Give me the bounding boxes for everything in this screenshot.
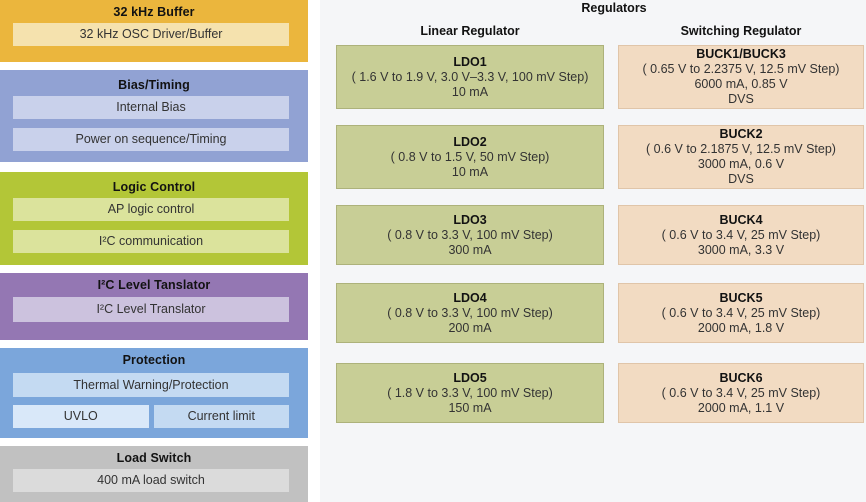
regulator-buck2: BUCK2 ( 0.6 V to 2.1875 V, 12.5 mV Step)…: [618, 125, 864, 189]
block-title: Logic Control: [112, 180, 196, 194]
regulator-name: LDO5: [453, 370, 487, 385]
regulator-name: LDO4: [453, 290, 487, 305]
block-item: 400 mA load switch: [13, 469, 289, 492]
regulator-output: 300 mA: [448, 242, 492, 257]
regulator-name: LDO2: [453, 134, 487, 149]
regulator-name: LDO1: [453, 54, 487, 69]
regulator-feature: DVS: [728, 172, 754, 186]
block-item: Internal Bias: [13, 96, 289, 119]
block-logic-control: Logic Control AP logic control I²C commu…: [0, 172, 308, 265]
regulator-output: 10 mA: [451, 84, 489, 99]
protection-split-row: UVLO Current limit: [13, 405, 289, 428]
regulator-ldo1: LDO1 ( 1.6 V to 1.9 V, 3.0 V–3.3 V, 100 …: [336, 45, 604, 109]
block-item: AP logic control: [13, 198, 289, 221]
regulator-output: 150 mA: [448, 400, 492, 415]
block-item: Power on sequence/Timing: [13, 128, 289, 151]
block-protection: Protection Thermal Warning/Protection UV…: [0, 348, 308, 438]
block-i2c-level-translator: I²C Level Tanslator I²C Level Translator: [0, 273, 308, 340]
block-item-uvlo: UVLO: [13, 405, 149, 428]
regulator-output: 200 mA: [448, 320, 492, 335]
regulator-range: ( 0.6 V to 3.4 V, 25 mV Step): [661, 227, 821, 242]
regulator-output: 3000 mA, 3.3 V: [697, 242, 785, 257]
linear-regulator-header: Linear Regulator: [420, 24, 520, 38]
regulator-buck1-buck3: BUCK1/BUCK3 ( 0.65 V to 2.2375 V, 12.5 m…: [618, 45, 864, 109]
regulator-range: ( 0.8 V to 1.5 V, 50 mV Step): [390, 149, 550, 164]
block-32khz-buffer: 32 kHz Buffer 32 kHz OSC Driver/Buffer: [0, 0, 308, 62]
regulator-ldo5: LDO5 ( 1.8 V to 3.3 V, 100 mV Step) 150 …: [336, 363, 604, 423]
block-item: Thermal Warning/Protection: [13, 373, 289, 397]
switching-regulator-header: Switching Regulator: [680, 24, 802, 38]
regulator-ldo4: LDO4 ( 0.8 V to 3.3 V, 100 mV Step) 200 …: [336, 283, 604, 343]
regulators-title: Regulators: [581, 1, 647, 15]
regulator-ldo2: LDO2 ( 0.8 V to 1.5 V, 50 mV Step) 10 mA: [336, 125, 604, 189]
regulator-output: 6000 mA, 0.85 V: [694, 77, 788, 91]
regulator-name: BUCK5: [719, 290, 763, 305]
regulator-feature: DVS: [728, 92, 754, 106]
regulator-name: LDO3: [453, 212, 487, 227]
regulator-output: 3000 mA, 0.6 V: [697, 157, 785, 171]
regulator-range: ( 1.8 V to 3.3 V, 100 mV Step): [387, 385, 553, 400]
block-bias-timing: Bias/Timing Internal Bias Power on seque…: [0, 70, 308, 162]
regulator-name: BUCK6: [719, 370, 763, 385]
block-title: Bias/Timing: [118, 78, 190, 92]
regulator-output: 2000 mA, 1.1 V: [697, 400, 785, 415]
regulator-name: BUCK1/BUCK3: [696, 47, 786, 61]
block-item: I²C Level Translator: [13, 297, 289, 322]
regulator-range: ( 0.8 V to 3.3 V, 100 mV Step): [387, 227, 553, 242]
block-title: I²C Level Tanslator: [97, 278, 211, 292]
regulator-range: ( 0.65 V to 2.2375 V, 12.5 mV Step): [642, 62, 840, 76]
regulator-range: ( 1.6 V to 1.9 V, 3.0 V–3.3 V, 100 mV St…: [351, 69, 589, 84]
block-load-switch: Load Switch 400 mA load switch: [0, 446, 308, 502]
regulator-output: 10 mA: [451, 164, 489, 179]
regulator-range: ( 0.6 V to 2.1875 V, 12.5 mV Step): [646, 142, 836, 156]
block-item-current-limit: Current limit: [153, 405, 289, 428]
block-title: Load Switch: [116, 451, 192, 465]
regulator-name: BUCK4: [719, 212, 763, 227]
regulator-output: 2000 mA, 1.8 V: [697, 320, 785, 335]
regulator-buck4: BUCK4 ( 0.6 V to 3.4 V, 25 mV Step) 3000…: [618, 205, 864, 265]
block-title: 32 kHz Buffer: [113, 5, 195, 19]
regulator-range: ( 0.6 V to 3.4 V, 25 mV Step): [661, 385, 821, 400]
block-item: 32 kHz OSC Driver/Buffer: [13, 23, 289, 46]
regulator-name: BUCK2: [719, 127, 763, 141]
regulators-panel: Regulators Linear Regulator Switching Re…: [320, 0, 866, 502]
regulator-buck5: BUCK5 ( 0.6 V to 3.4 V, 25 mV Step) 2000…: [618, 283, 864, 343]
block-item: I²C communication: [13, 230, 289, 253]
block-title: Protection: [122, 353, 186, 367]
regulator-range: ( 0.8 V to 3.3 V, 100 mV Step): [387, 305, 553, 320]
regulator-range: ( 0.6 V to 3.4 V, 25 mV Step): [661, 305, 821, 320]
regulator-buck6: BUCK6 ( 0.6 V to 3.4 V, 25 mV Step) 2000…: [618, 363, 864, 423]
regulator-ldo3: LDO3 ( 0.8 V to 3.3 V, 100 mV Step) 300 …: [336, 205, 604, 265]
